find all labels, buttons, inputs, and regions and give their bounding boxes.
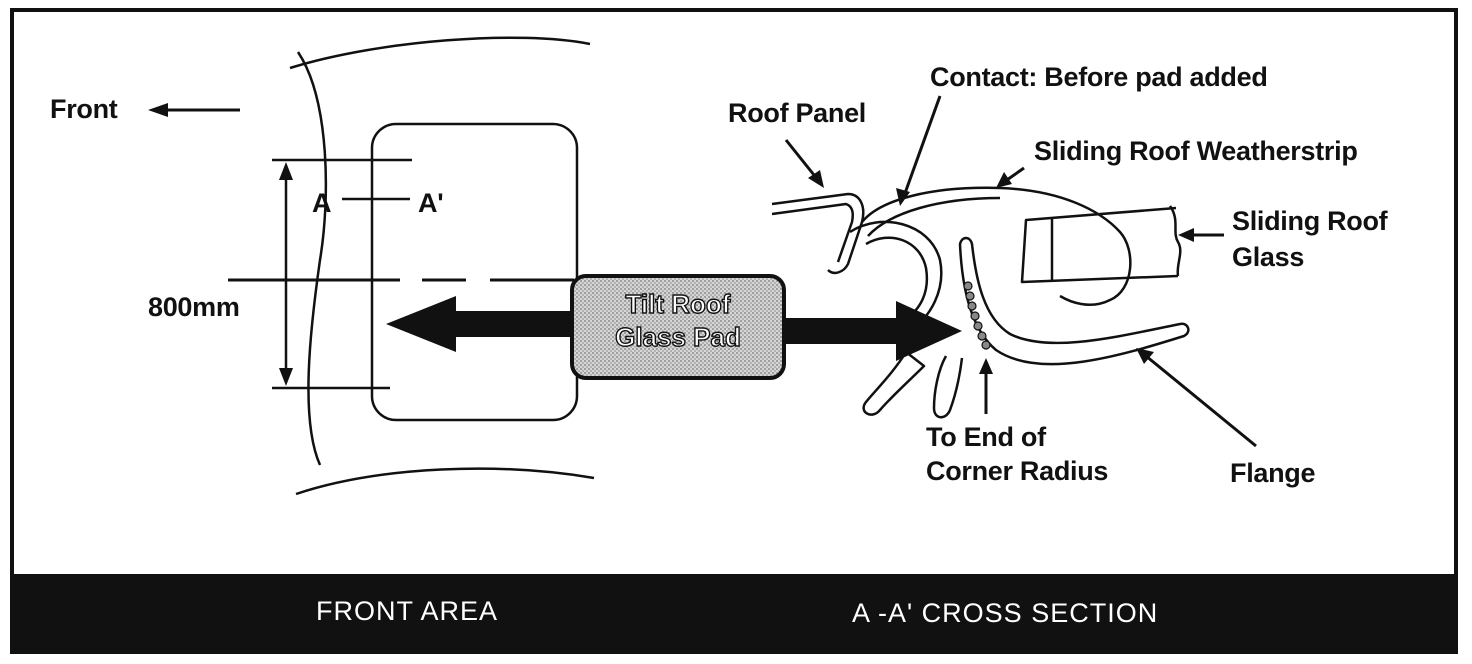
leader-arrows — [784, 95, 1257, 448]
section-a-prime-label: A' — [418, 188, 444, 218]
glass-label-line1: Sliding Roof — [1232, 206, 1388, 236]
caption-bar — [10, 574, 1458, 654]
tilt-roof-glass-pad-box — [570, 274, 786, 380]
roof-top-edge — [289, 36, 591, 70]
section-a-label: A — [312, 188, 332, 218]
pad-arrow-right — [782, 301, 962, 361]
cross-section-view — [771, 186, 1190, 419]
cross-section-caption: A -A' CROSS SECTION — [852, 598, 1159, 628]
weatherstrip-shape — [861, 186, 1132, 306]
front-area-view — [289, 36, 595, 496]
weatherstrip-label: Sliding Roof Weatherstrip — [1034, 136, 1358, 166]
pad-label-line1: Tilt Roof — [625, 288, 731, 319]
windshield-edge — [296, 51, 328, 466]
corner-label-line2: Corner Radius — [926, 456, 1109, 486]
front-area-caption: FRONT AREA — [316, 596, 499, 626]
front-arrow — [148, 103, 240, 117]
corner-label-line1: To End of — [926, 422, 1046, 452]
flange-shape — [958, 236, 1190, 366]
glass-label-line2: Glass — [1232, 242, 1305, 272]
glass-shape — [1020, 206, 1179, 284]
sunroof-opening — [370, 122, 579, 422]
roof-panel-label: Roof Panel — [728, 98, 867, 128]
dimension-800mm — [272, 158, 412, 390]
pad-arrow-left — [386, 296, 574, 352]
roof-bottom-edge — [295, 467, 595, 496]
pad-label: Tilt Roof Glass Pad — [572, 288, 784, 354]
flange-label: Flange — [1230, 458, 1316, 488]
front-label: Front — [50, 94, 118, 124]
pad-hatch — [963, 281, 991, 350]
contact-label: Contact: Before pad added — [930, 62, 1268, 92]
dimension-label: 800mm — [148, 292, 240, 322]
pad-label-line2: Glass Pad — [614, 321, 741, 352]
